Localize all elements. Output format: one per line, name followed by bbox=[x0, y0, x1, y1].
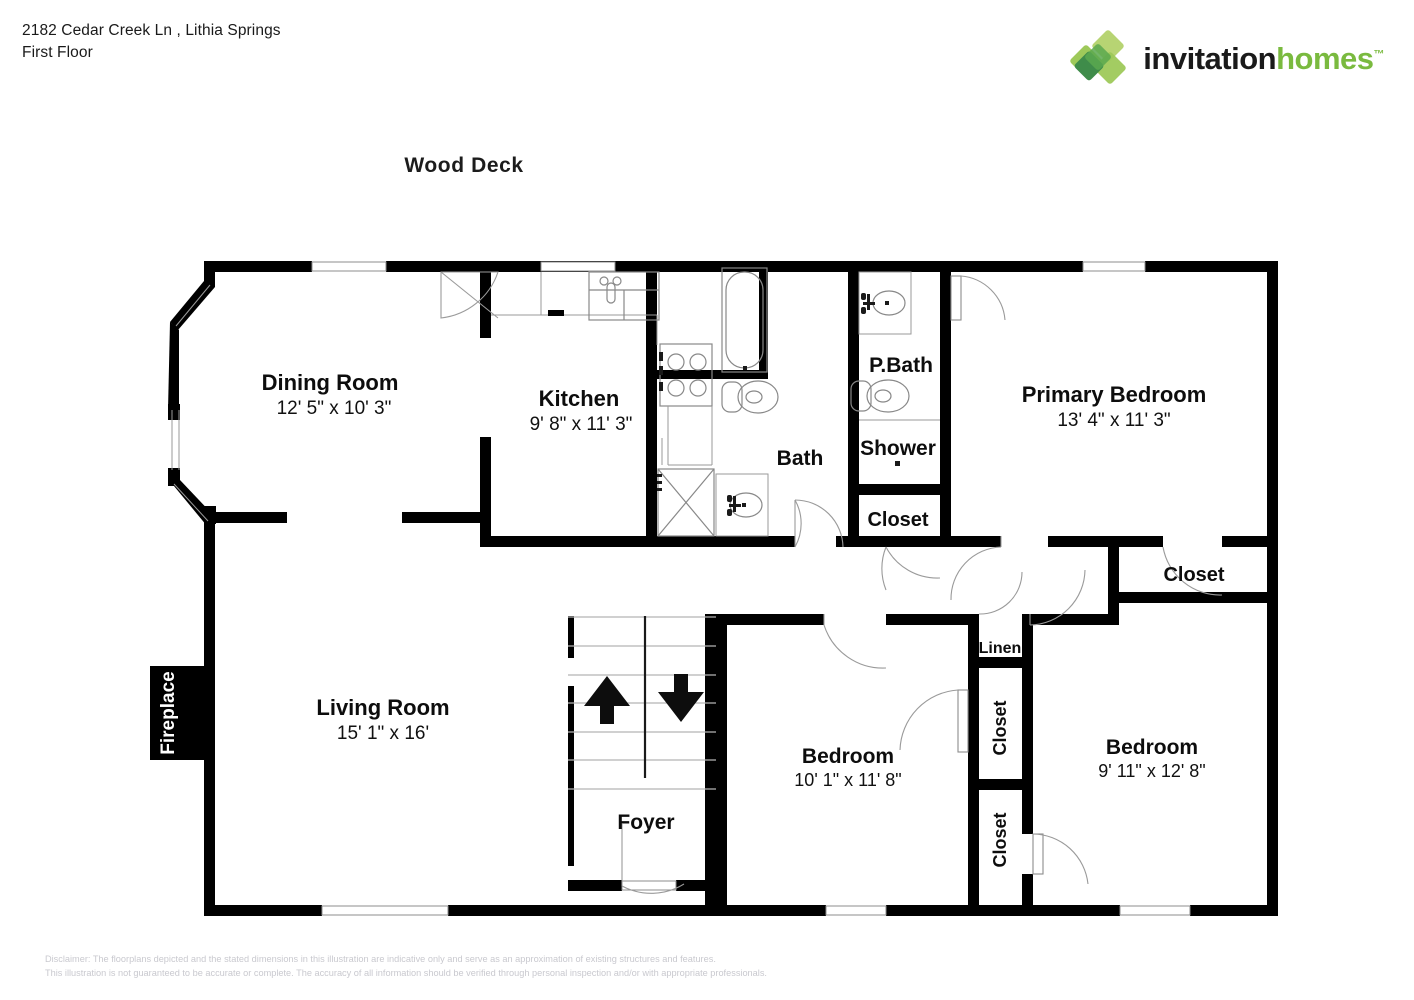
room-label-bath: Bath bbox=[777, 447, 824, 470]
pbath-toilet-bowl bbox=[866, 379, 910, 413]
page-header: 2182 Cedar Creek Ln , Lithia Springs Fir… bbox=[22, 20, 281, 65]
room-dim-bedroom-2: 10' 1" x 11' 8" bbox=[794, 770, 901, 790]
disclaimer-line-2: This illustration is not guaranteed to b… bbox=[45, 968, 767, 979]
pbath-vanity bbox=[858, 271, 912, 335]
bath-vanity bbox=[715, 473, 769, 537]
room-dim-living-room: 15' 1" x 16' bbox=[337, 723, 429, 744]
brand-word-invitation: invitation bbox=[1143, 41, 1277, 76]
room-label-shower: Shower bbox=[860, 437, 936, 460]
brand-trademark: ™ bbox=[1373, 48, 1385, 61]
brand-logo: invitationhomes™ bbox=[1067, 30, 1384, 88]
bath-toilet-tank bbox=[721, 381, 743, 413]
room-label-closet-lower: Closet bbox=[990, 812, 1010, 867]
disclaimer-line-1: Disclaimer: The floorplans depicted and … bbox=[45, 954, 716, 964]
room-name-bedroom-2: Bedroom bbox=[802, 745, 894, 768]
door-group bbox=[440, 271, 1223, 894]
bath-fixtures bbox=[715, 267, 779, 537]
room-name-kitchen: Kitchen bbox=[539, 386, 620, 411]
room-dim-primary-bedroom: 13' 4" x 11' 3" bbox=[1057, 410, 1170, 431]
wood-deck-label: Wood Deck bbox=[404, 154, 523, 177]
room-dim-kitchen: 9' 8" x 11' 3" bbox=[530, 414, 633, 435]
room-label-closet-primary: Closet bbox=[1163, 564, 1224, 586]
stairs-up-arrow bbox=[584, 676, 630, 724]
room-labels: Dining Room 12' 5" x 10' 3" Kitchen 9' 8… bbox=[158, 354, 1225, 868]
window-group bbox=[311, 261, 1191, 916]
room-dim-bedroom-3: 9' 11" x 12' 8" bbox=[1098, 761, 1205, 781]
room-name-primary-bedroom: Primary Bedroom bbox=[1022, 382, 1207, 407]
stairs bbox=[568, 616, 716, 790]
room-dim-dining-room: 12' 5" x 10' 3" bbox=[277, 398, 392, 419]
property-address: 2182 Cedar Creek Ln , Lithia Springs bbox=[22, 22, 281, 39]
room-label-closet-pbath: Closet bbox=[867, 509, 928, 531]
brand-wordmark: invitationhomes™ bbox=[1143, 41, 1384, 77]
room-label-foyer: Foyer bbox=[617, 811, 674, 834]
room-name-bedroom-3: Bedroom bbox=[1106, 736, 1198, 759]
brand-word-homes: homes bbox=[1276, 41, 1374, 76]
room-name-living-room: Living Room bbox=[316, 695, 449, 720]
room-label-linen: Linen bbox=[979, 640, 1022, 657]
invitation-homes-diamond-logo bbox=[1070, 30, 1127, 84]
stairs-down-arrow bbox=[658, 674, 704, 722]
pbath-toilet-tank bbox=[850, 380, 872, 412]
fireplace-label: Fireplace bbox=[158, 671, 179, 754]
pbath-fixtures bbox=[850, 271, 940, 466]
wall-group bbox=[150, 261, 1278, 916]
room-label-pbath: P.Bath bbox=[869, 354, 933, 377]
room-name-dining-room: Dining Room bbox=[262, 370, 399, 395]
floor-label: First Floor bbox=[22, 44, 93, 62]
kitchen-dishwasher bbox=[657, 468, 715, 537]
fireplace-block bbox=[150, 666, 215, 760]
room-label-closet-middle: Closet bbox=[990, 700, 1010, 755]
bath-toilet-bowl bbox=[737, 380, 779, 414]
kitchen-fixtures bbox=[491, 271, 715, 537]
bathtub bbox=[721, 267, 768, 373]
disclaimer: Disclaimer: The floorplans depicted and … bbox=[45, 952, 767, 981]
